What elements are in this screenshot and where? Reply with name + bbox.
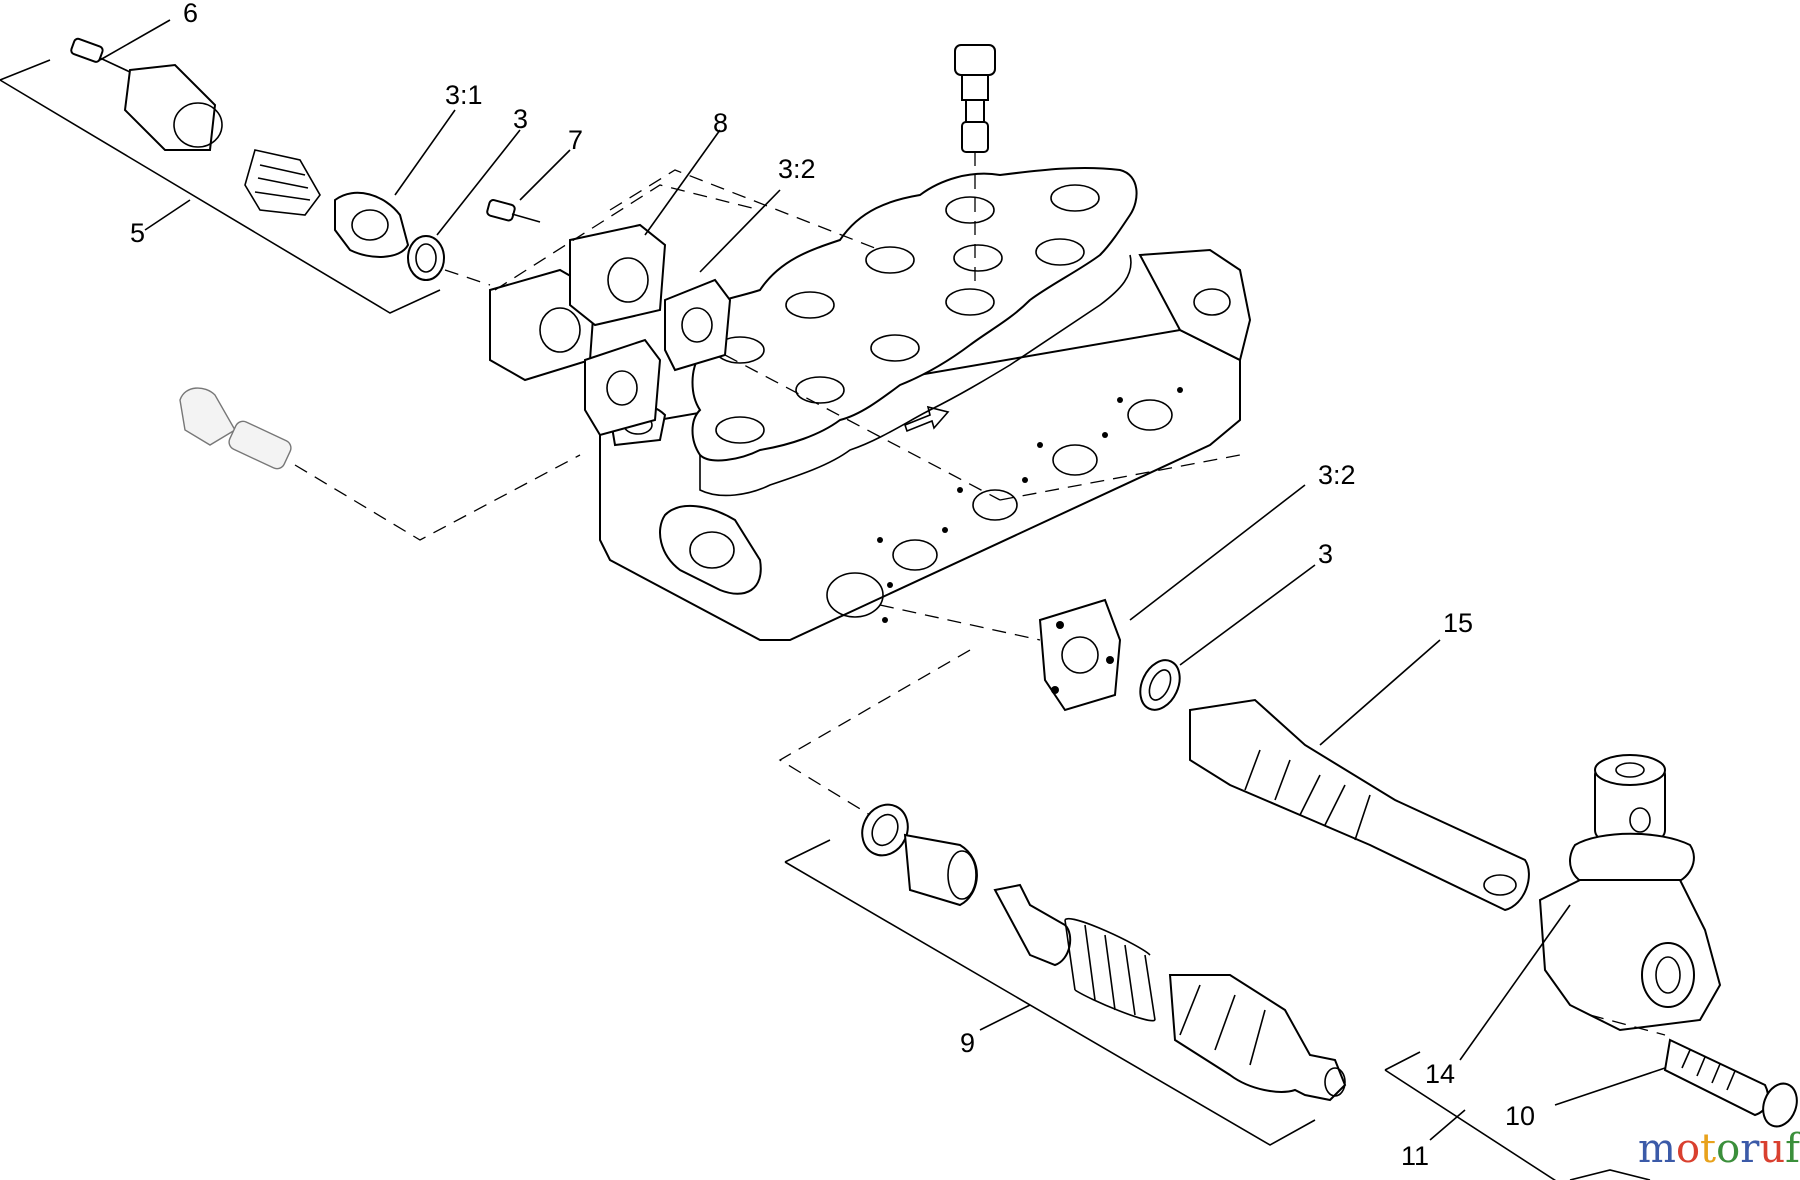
relief-cartridge	[954, 44, 996, 290]
handle-assembly	[1538, 754, 1798, 1128]
callout-7: 7	[568, 125, 583, 155]
valve-body	[599, 166, 1252, 641]
callout-3-2-mid: 3:2	[1318, 460, 1356, 490]
callout-3-1: 3:1	[445, 80, 483, 110]
callout-3-mid: 3	[1318, 539, 1333, 569]
relief-assembly	[778, 649, 1347, 1102]
watermark-logo: motoruf.de	[1638, 1126, 1800, 1172]
left-cartridge	[179, 387, 581, 541]
callout-6: 6	[183, 0, 198, 28]
callout-3-2-top: 3:2	[778, 154, 816, 184]
callout-5: 5	[130, 218, 145, 248]
spacer-blocks	[486, 169, 1241, 501]
callout-14: 14	[1425, 1059, 1455, 1089]
callout-3-top: 3	[513, 104, 528, 134]
callout-8: 8	[713, 108, 728, 138]
spool-assembly	[879, 598, 1530, 912]
leader-lines	[99, 19, 1666, 1141]
assembly-brackets	[0, 59, 1651, 1180]
callout-9: 9	[960, 1028, 975, 1058]
callout-11: 11	[1401, 1141, 1429, 1171]
callout-10: 10	[1505, 1101, 1535, 1131]
svg-text:motoruf.de: motoruf.de	[1638, 1126, 1800, 1172]
end-cap-assembly	[70, 37, 491, 286]
callout-15: 15	[1443, 608, 1473, 638]
callout-labels: 6 3:1 3 7 8 3:2 5 3:2 3 15 9 14 10 11	[130, 0, 1535, 1171]
